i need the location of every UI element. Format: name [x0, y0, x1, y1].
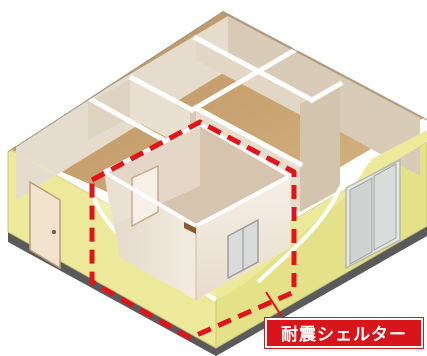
shelter-label: 耐震シェルター [265, 318, 423, 348]
entry-door [29, 180, 61, 270]
shelter-highlight-outline [89, 119, 297, 341]
sliding-window [345, 158, 401, 270]
callout-pointer [265, 291, 285, 321]
wall-tops [4, 5, 427, 168]
earthquake-shelter [102, 121, 295, 300]
